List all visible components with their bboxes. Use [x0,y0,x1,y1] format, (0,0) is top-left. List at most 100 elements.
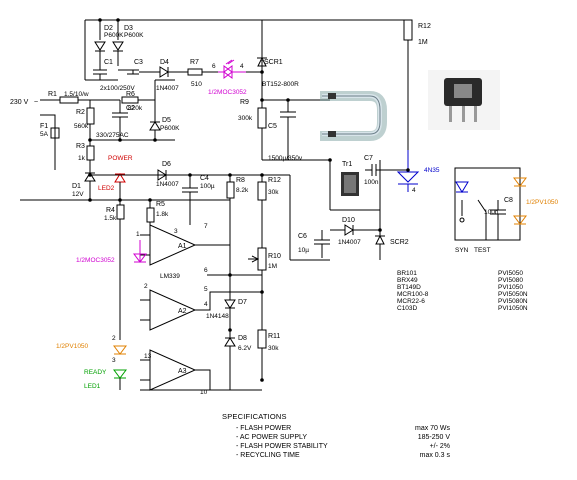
label-r10: R10 [268,253,281,260]
scr-photo [428,70,500,130]
pv-type-5: PVI5080N [498,298,528,305]
scr-type-3: BT149D [397,284,421,291]
value-d7: 1N4148 [206,313,229,320]
label-ready: READY [84,369,107,376]
value-r7: 510 [191,81,202,88]
pin-label: 7 [204,223,208,230]
diode-d10 [330,224,380,236]
pin-label: 4 [204,301,208,308]
value-d3: P600K [124,32,144,39]
label-mains: 230 V [10,99,29,106]
value-d2: P600K [104,32,124,39]
pin-label: 13 [144,353,152,360]
value-d10: 1N4007 [338,239,361,246]
label-a1: A1 [178,243,187,250]
spec-row: - FLASH POWER max 70 Ws [222,424,472,433]
diode-d5 [149,100,161,140]
value-r8: 8.2k [236,187,249,194]
scr-type-4: MCR100-8 [397,291,429,298]
pv-type-4: PVI5050N [498,291,528,298]
label-d10: D10 [342,217,355,224]
pin-label: 4 [240,63,244,70]
pin-label: 1 [136,231,140,238]
pv-led-right [513,177,527,225]
capacitor-c4 [182,175,198,225]
value-scr1: BT152-800R [262,81,299,88]
capacitor-c6 [314,230,330,258]
capacitor-c8 [490,200,506,240]
label-tr1: Tr1 [342,161,352,168]
pv-type-2: PVI5080 [498,277,523,284]
label-r3: R3 [76,143,85,150]
label-r4: R4 [106,207,115,214]
pv-type-6: PVI1050N [498,305,528,312]
label-f1: F1 [40,123,48,130]
thyristor-scr2 [375,200,385,260]
value-d6: 1N4007 [156,181,179,188]
pin-label: 3 [112,357,116,364]
label-c3: C3 [134,59,143,66]
resistor-r3 [86,140,95,175]
mains-symbol: ~ [34,99,38,106]
label-r2: R2 [76,109,85,116]
hv-section [84,19,420,260]
spec-value: max 0.3 s [419,452,450,459]
opamp-a2 [140,289,262,331]
pin-label: 6 [212,63,216,70]
value-r11: 30k [268,345,279,352]
specifications-block: SPECIFICATIONS - FLASH POWER max 70 Ws -… [222,412,472,460]
pin-label: 3 [174,228,178,235]
led-2 [114,173,126,200]
label-c7: C7 [364,155,373,162]
value-r3: 1k [78,155,86,162]
label-d1: D1 [72,183,81,190]
value-r1: 1.5/10/w [64,91,89,98]
potentiometer-r10 [248,247,267,330]
spec-value: 185-250 V [417,434,450,441]
value-r10: 1M [268,263,277,270]
resistor-r6 [121,96,155,104]
label-r8: R8 [236,177,245,184]
label-syn: SYN [455,247,469,254]
label-r5: R5 [156,201,165,208]
trigger-panel [454,167,527,241]
label-moc-left: 1/2MOC3052 [76,257,115,264]
label-r11: R11 [268,333,280,340]
value-c1: 2x100/250V [100,85,135,92]
value-r4: 1.5k [104,215,117,222]
label-scr1: SCR1 [264,59,283,66]
value-r5: 1.8k [156,211,169,218]
label-opto: 4N35 [424,167,440,174]
label-r6: R6 [126,91,135,98]
value-d4: 1N4007 [156,85,179,92]
label-c6: C6 [298,233,307,240]
label-r12-top: R12 [418,23,431,30]
value-r12-top: 1M [418,39,428,46]
pin-label: 2 [112,335,116,342]
pv-type-3: PVI1050 [498,284,523,291]
spec-row: - RECYCLING TIME max 0.3 s [222,451,472,460]
label-d4: D4 [160,59,169,66]
value-d8: 6.2V [238,345,252,352]
junction-dots [88,18,410,382]
label-d5: D5 [162,117,171,124]
label-lm339: LM339 [160,273,180,280]
opto-led-right [455,181,469,193]
label-a3: A3 [178,368,187,375]
label-d6: D6 [162,161,171,168]
label-power: POWER [108,155,133,162]
value-c6: 10µ [298,247,309,254]
spec-name: - FLASH POWER STABILITY [236,443,328,450]
spec-name: - AC POWER SUPPLY [236,434,308,441]
label-r9: R9 [240,99,249,106]
scr-type-2: BRX49 [397,277,418,284]
value-c7: 100n [364,179,379,186]
moc-triac-top [218,59,246,79]
value-d1: 12V [72,191,84,198]
resistor-r12-top [403,19,413,150]
flash-tube [320,91,387,141]
label-c8: C8 [504,197,513,204]
capacitor-c3 [127,69,139,75]
zener-d8 [224,330,236,390]
label-c1: C1 [104,59,113,66]
